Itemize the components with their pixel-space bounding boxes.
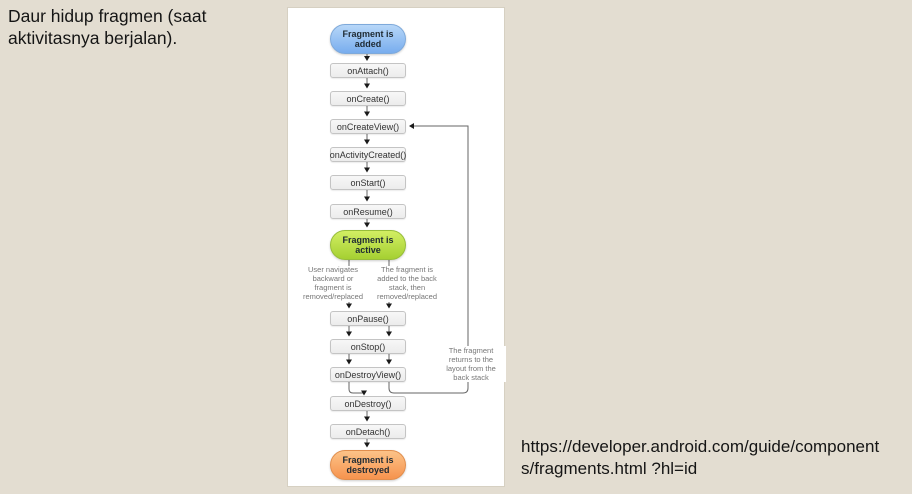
source-url-line1: https://developer.android.com/guide/comp… (521, 437, 880, 456)
box-onstart: onStart() (330, 175, 406, 190)
box-ondestroyview: onDestroyView() (330, 367, 406, 382)
node-fragment-destroyed: Fragment is destroyed (330, 450, 406, 480)
annotation-back-stack-loop: The fragment returns to the layout from … (436, 346, 506, 382)
box-ondestroy: onDestroy() (330, 396, 406, 411)
fragment-lifecycle-diagram: Fragment is added onAttach() onCreate() … (287, 7, 506, 487)
box-onattach: onAttach() (330, 63, 406, 78)
annotation-left-branch: User navigates backward or fragment is r… (302, 265, 364, 301)
box-onpause: onPause() (330, 311, 406, 326)
arrow-backstack-loop-to-oncreateview (388, 123, 469, 394)
box-onresume: onResume() (330, 204, 406, 219)
box-oncreateview: onCreateView() (330, 119, 406, 134)
box-ondetach: onDetach() (330, 424, 406, 439)
box-onstop: onStop() (330, 339, 406, 354)
box-onactivitycreated: onActivityCreated() (330, 147, 406, 162)
slide-title: Daur hidup fragmen (saat aktivitasnya be… (8, 6, 207, 48)
source-url: https://developer.android.com/guide/comp… (521, 436, 911, 479)
box-oncreate: onCreate() (330, 91, 406, 106)
node-fragment-added: Fragment is added (330, 24, 406, 54)
source-url-line2: s/fragments.html ?hl=id (521, 458, 698, 478)
arrow-ondestroyview-to-ondestroy (348, 382, 367, 396)
node-fragment-active: Fragment is active (330, 230, 406, 260)
flow-arrows (346, 54, 469, 448)
annotation-right-branch: The fragment is added to the back stack,… (376, 265, 438, 301)
